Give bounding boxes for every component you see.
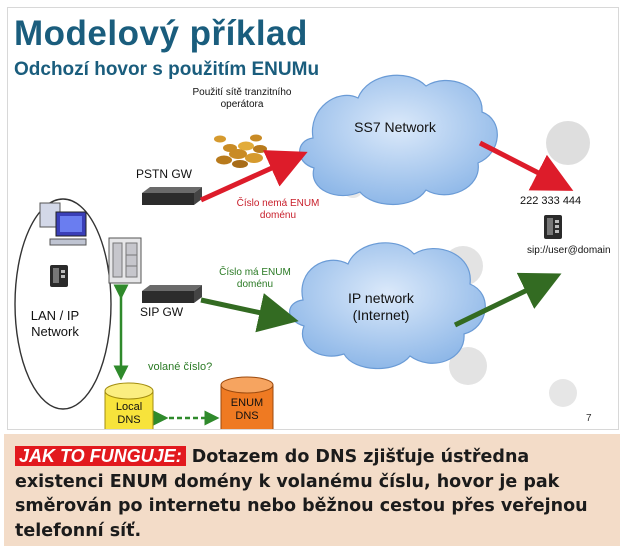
caption-tag: JAK TO FUNGUJE:: [15, 446, 186, 466]
sip-uri-label: sip://user@domain: [527, 245, 611, 256]
coins-icon: [214, 134, 267, 168]
pbx-server-icon: [108, 237, 142, 284]
ss7-to-destination-arrow: [478, 140, 574, 191]
pstn-gateway-label: PSTN GW: [136, 167, 192, 181]
caption-body: Dotazem do DNS zjišťuje ústředna existen…: [15, 447, 588, 541]
slide: Modelový příklad Odchozí hovor s použití…: [7, 7, 619, 430]
ip-network-cloud: [289, 242, 486, 370]
decor-circle: [549, 379, 577, 407]
enum-dns-label: ENUM DNS: [230, 397, 264, 422]
ip-cloud-label: IP network (Internet): [348, 290, 414, 323]
transit-note-label: Použití sítě tranzitního operátora: [192, 87, 292, 110]
lan-label: LAN / IP Network: [30, 308, 80, 339]
has-enum-label: Číslo má ENUM doménu: [219, 267, 291, 290]
no-enum-label: Číslo nemá ENUM doménu: [236, 198, 320, 221]
caption-text-block: JAK TO FUNGUJE:Dotazem do DNS zjišťuje ú…: [15, 444, 611, 543]
decor-circle: [449, 347, 487, 385]
decor-circle: [546, 121, 590, 165]
ss7-cloud: [299, 74, 498, 206]
pstn-to-ss7-arrow: [199, 150, 308, 203]
called-number-label: volané číslo?: [148, 361, 213, 373]
sip-to-ip-arrow: [200, 293, 299, 333]
slide-subtitle: Odchozí hovor s použitím ENUMu: [14, 59, 320, 80]
enum-dns-cylinder: [220, 376, 274, 429]
caption-box: JAK TO FUNGUJE:Dotazem do DNS zjišťuje ú…: [4, 434, 620, 546]
phone-icon: [50, 265, 68, 287]
phone-number-label: 222 333 444: [520, 195, 582, 207]
ip-to-destination-arrow: [453, 272, 562, 328]
network-diagram: [14, 74, 590, 429]
pstn-gateway-icon: [142, 187, 202, 205]
ss7-cloud-label: SS7 Network: [354, 119, 436, 135]
local-dns-cylinder: [104, 382, 154, 429]
lan-boundary: [14, 198, 112, 410]
sip-gateway-icon: [142, 285, 202, 303]
sip-gateway-label: SIP GW: [140, 305, 184, 319]
computer-icon: [39, 202, 87, 246]
slide-title: Modelový příklad: [14, 14, 308, 53]
page-number: 7: [586, 413, 592, 424]
destination-phone-icon: [544, 215, 562, 239]
local-dns-label: Local DNS: [115, 401, 143, 426]
